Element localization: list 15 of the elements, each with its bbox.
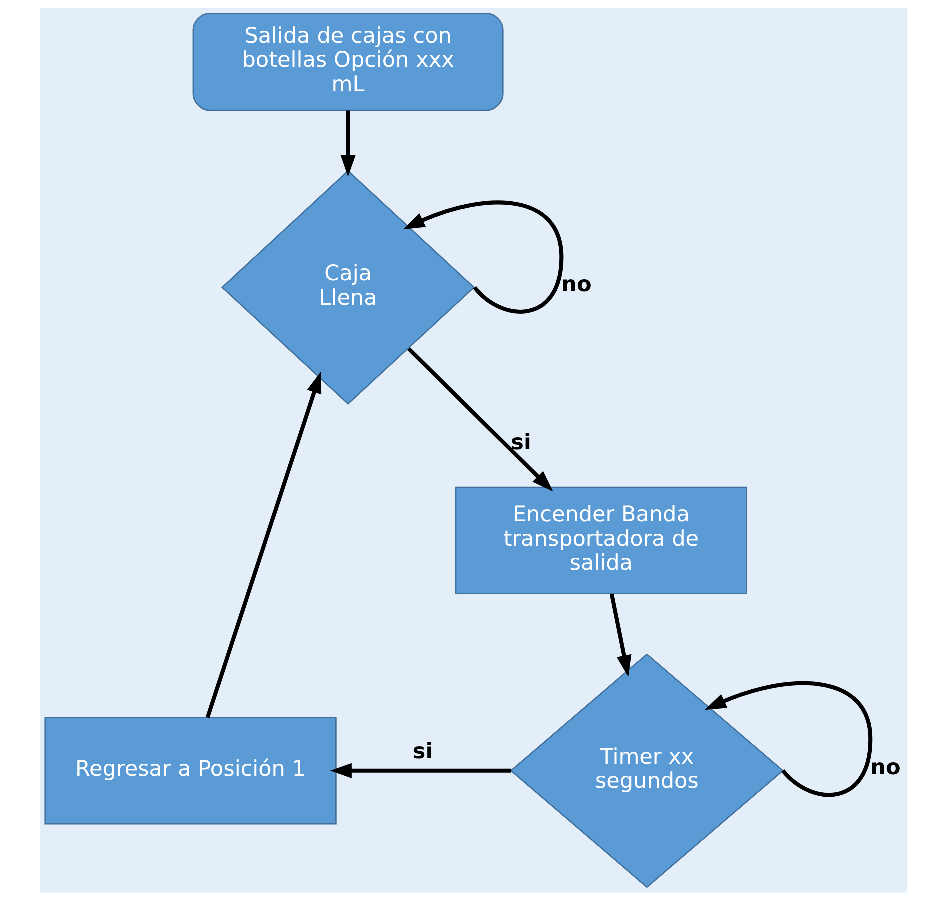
arrow xyxy=(704,682,872,798)
node-box: Regresar a Posición 1 xyxy=(44,717,336,825)
node-diamond: Caja Llena xyxy=(220,170,475,405)
arrow xyxy=(609,594,632,678)
edge-label: si xyxy=(412,740,433,765)
node-box: Salida de cajas con botellas Opción xxx mL xyxy=(192,12,504,112)
arrow xyxy=(407,347,553,492)
arrow xyxy=(340,110,356,177)
edge-label: no xyxy=(870,756,900,781)
arrow xyxy=(330,763,511,778)
arrow xyxy=(402,200,564,314)
edge-label: no xyxy=(561,272,592,298)
edge-label: si xyxy=(510,430,531,456)
node-box: Encender Banda transportadora de salida xyxy=(454,486,747,595)
arrow xyxy=(205,372,322,718)
